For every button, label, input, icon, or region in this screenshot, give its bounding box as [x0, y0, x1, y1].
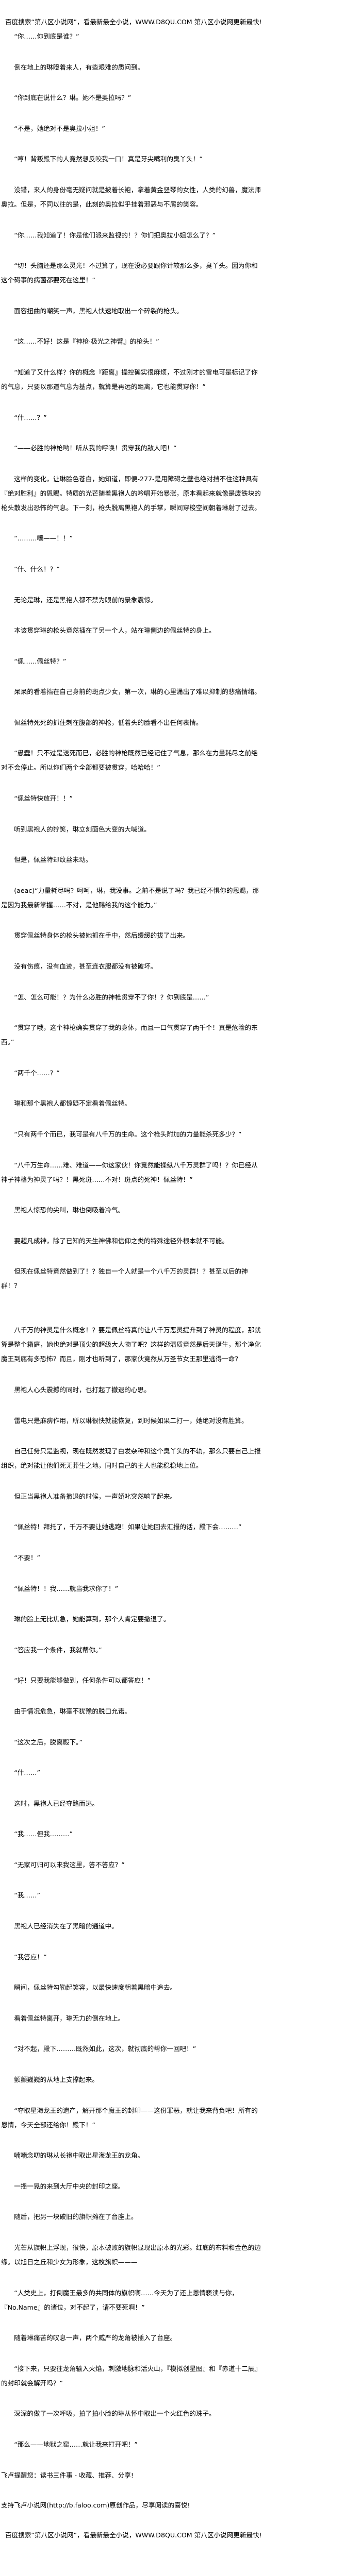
- story-paragraph: “两千个……？”: [14, 1069, 60, 1077]
- story-paragraph: “你……我知道了！你是他们派来监视的！？你们把奥拉小姐怎么了？”: [14, 231, 216, 239]
- story-paragraph: “——必胜的神枪哟！听从我的呼唤！贯穿我的敌人吧！”: [14, 444, 177, 452]
- story-paragraph: 但正当黑袍人准备撤退的时候，一声娇叱突然响了起来。: [14, 1492, 177, 1500]
- story-paragraph: 八千万的神灵是什么概念！？要是佩丝特真的让八千万恶灵提升到了神灵的程度，那就算是…: [1, 1326, 261, 1363]
- story-paragraph: “佩丝特！！我……就当我求你了！”: [14, 1584, 119, 1592]
- story-paragraph: “哼！背叛殿下的人竟然想反咬我一口！真是牙尖嘴利的臭丫头！”: [14, 155, 203, 163]
- chapter-page: 百度搜索“第八区小说网”，看最新最全小说，WWW.D8QU.COM 第八区小说网…: [1, 0, 263, 2546]
- story-paragraph: 黑袍人心头震撼的同时，也打起了撤退的心思。: [14, 1385, 151, 1394]
- story-paragraph: 无论是琳，还是黑袍人都不禁为眼前的景象震惊。: [14, 596, 157, 604]
- story-paragraph: 瞬间，佩丝特勾勒起笑容，以最快速度朝着黑暗中追去。: [14, 1984, 177, 1992]
- story-paragraph: “只有两千个而已，我可是有八千万的生命。这个枪头附加的力量能杀死多少？”: [14, 1130, 242, 1138]
- story-paragraph: 颤颤巍巍的从地上支撑起来。: [14, 2076, 99, 2084]
- site-banner-bottom: 百度搜索“第八区小说网”，看最新最全小说，WWW.D8QU.COM 第八区小说网…: [5, 2531, 262, 2539]
- story-paragraph: “好！只要我能够做到，任何条件可以都答应！”: [14, 1676, 151, 1685]
- story-paragraph: (aeac)“力量耗尽吗？呵呵，琳，我没事。之前不是说了吗？我已经不惧你的恩赐，…: [1, 886, 259, 909]
- story-paragraph: 看着佩丝特离开，琳无力的倒在地上。: [14, 2014, 125, 2022]
- story-paragraph: “你……你到底是谁？”: [14, 32, 79, 40]
- story-paragraph: 雷电只是麻痹作用，所以琳很快就能恢复，到时候如果二打一，她绝对没有胜算。: [14, 1416, 248, 1425]
- story-paragraph: “我……但我………”: [14, 1830, 73, 1838]
- story-paragraph: 由于情况危急，琳毫不犹豫的脱口允诺。: [14, 1707, 131, 1715]
- story-paragraph: 喃喃念叨的琳从长袍中取出星海龙王的龙角。: [14, 2151, 144, 2160]
- story-paragraph: 随着琳痛苦的叹息一声，两个威严的龙角被插入了台座。: [14, 2334, 177, 2342]
- story-paragraph: “不要！”: [14, 1553, 41, 1562]
- story-paragraph: “………噗——！！”: [14, 534, 73, 543]
- story-paragraph: “什、什么！？”: [14, 565, 60, 573]
- story-paragraph: “你到底在说什么？琳。她不是奥拉吗？”: [14, 94, 132, 102]
- story-paragraph: 黑袍人已经消失在了黑暗的通道中。: [14, 1922, 118, 1930]
- story-paragraph: 面容扭曲的嘲笑一声，黑袍人快速地取出一个碎裂的枪头。: [14, 307, 183, 315]
- story-paragraph: 听到黑袍人的狞笑，琳立刻面色大变的大喊道。: [14, 825, 151, 833]
- story-paragraph: “佩丝特快放开！！”: [14, 794, 73, 803]
- story-paragraph: 但是，佩丝特却纹丝未动。: [14, 856, 92, 864]
- story-paragraph: “愚蠢！只不过是送死而已，必胜的神枪既然已经记住了气息，那么在力量耗尽之前绝对不…: [1, 749, 258, 772]
- story-paragraph: 黑袍人惊恐的尖叫，琳也倒吸着冷气。: [14, 1206, 125, 1214]
- story-paragraph: “切！头脑还是那么灵光！不过算了，现在没必要跟你计较那么多，臭丫头。因为你和这个…: [1, 262, 258, 284]
- story-paragraph: 倒在地上的琳瞪着来人，有些艰难的质问到。: [14, 63, 144, 71]
- story-paragraph: “佩丝特！拜托了，千万不要让她逃跑！如果让她回去汇报的话，殿下会………”: [14, 1523, 242, 1531]
- story-paragraph: “人类史上，打倒魔王最多的共同体的旗帜啊……今天为了还上恩情亵渎与你，『No.N…: [1, 2289, 238, 2311]
- story-paragraph: 琳的脸上无比焦急，她能算到，那个人肯定要撤退了。: [14, 1615, 170, 1623]
- story-paragraph: “佩……佩丝特？”: [14, 657, 67, 665]
- story-paragraph: 没错，来人的身份毫无疑问就是披着长袍，拿着黄金竖琴的女性，人类的幻兽，魔法师奥拉…: [1, 185, 261, 208]
- story-paragraph: “这……不好！这是『神枪·极光之神臂』的枪头！”: [14, 337, 159, 346]
- story-paragraph: “我……”: [14, 1891, 41, 1900]
- story-paragraph: “什……”: [14, 1769, 41, 1777]
- story-paragraph: 要超凡成神，除了已知的天生神佛和信仰之类的特殊途径外根本就不可能。: [14, 1236, 228, 1245]
- site-banner-top: 百度搜索“第八区小说网”，看最新最全小说，WWW.D8QU.COM 第八区小说网…: [5, 18, 262, 26]
- chapter-body: “你……你到底是谁？” 倒在地上的琳瞪着来人，有些艰难的质问到。 “你到底在说什么？…: [1, 29, 263, 2452]
- story-paragraph: “无家可归可以来我这里，答不答应？”: [14, 1860, 125, 1869]
- page-footer: 飞卢提醒您：读书三件事 - 收藏、推荐、分享! 支持飞卢小说网(http://b…: [1, 2468, 263, 2543]
- story-paragraph: “接下来，只要往龙角输入火焰，刺激地脉和活火山，『模拟创星图』和『赤道十二辰』的…: [1, 2364, 261, 2387]
- story-paragraph: “八千万生命……难、难道——你这家伙！你竟然能操纵八千万灵群了吗！？你已经从神子…: [1, 1161, 258, 1183]
- story-paragraph: 但现在佩丝特竟然做到了！？独自一个人就是一个八千万的灵群！？甚至以后的神群！？: [1, 1267, 248, 1290]
- story-paragraph: “对不起，殿下………既然如此，这次，就彻底的帮你一回吧！”: [14, 2045, 196, 2053]
- story-paragraph: 没有伤痕，没有血迹，甚至连衣服都没有被破坏。: [14, 962, 157, 971]
- story-paragraph: “我答应！”: [14, 1953, 47, 1961]
- footer-reminder: 飞卢提醒您：读书三件事 - 收藏、推荐、分享!: [1, 2471, 134, 2479]
- story-paragraph: 贯穿佩丝特身体的枪头被她抓在手中，然后缓缓的拔了出来。: [14, 931, 190, 940]
- story-paragraph: “答应我一个条件，我就帮你。”: [14, 1646, 102, 1654]
- story-paragraph: “那么——地狱之窑……就让我来打开吧！”: [14, 2440, 138, 2448]
- story-paragraph: “知道了又什么样？你的概念『距离』操控确实很麻烦，不过刚才的雷电可是标记了你的气…: [1, 368, 258, 391]
- story-paragraph: 随后，把另一块破旧的旗帜摊在了台座上。: [14, 2213, 138, 2221]
- story-paragraph: 深深的做了一次呼吸，拍了拍小脸的琳从怀中取出一个火红色的珠子。: [14, 2410, 216, 2418]
- story-paragraph: 自己任务只是监视，现在既然发现了白发杂种和这个臭丫头的不轨，那么只要自己上报组织…: [1, 1447, 261, 1470]
- story-paragraph: 一摇一晃的来到大厅中央的封印之座。: [14, 2182, 125, 2190]
- story-paragraph: “贯穿了哦，这个神枪确实贯穿了我的身体，而且一口气贯穿了两千个！真是危险的东西。…: [1, 1024, 258, 1046]
- story-paragraph: “夺取星海龙王的遗产，解开那个魔王的封印——这份罪恶，就让我来背负吧！所有的恩情…: [1, 2106, 258, 2129]
- story-paragraph: “什……？”: [14, 413, 47, 421]
- story-paragraph: 呆呆的看着挡在自己身前的斑点少女，第一次，琳的心里涌出了难以抑制的悲痛情绪。: [14, 688, 261, 696]
- footer-support-link[interactable]: 支持飞卢小说网(http://b.faloo.com)原创作品，尽享阅读的喜悦!: [1, 2501, 190, 2509]
- story-paragraph: 这时，黑袍人已经夺路而逃。: [14, 1799, 99, 1807]
- story-paragraph: 琳和那个黑袍人都惊疑不定看着佩丝特。: [14, 1099, 131, 1108]
- story-paragraph: 本该贯穿琳的枪头竟然插在了另一个人，站在琳侧边的佩丝特的身上。: [14, 626, 216, 635]
- story-paragraph: 光芒从旗帜上浮现，很快，原本破败的旗帜显现出原本的光彩。红底的布料和金色的边缘。…: [1, 2244, 261, 2266]
- story-paragraph: 佩丝特死死的抓住刺在腹部的神枪，低着头的脸看不出任何表情。: [14, 718, 203, 726]
- story-paragraph: 这样的变化，让琳脸色苍白，她知道，即便-277-是用障碍之壁也绝对挡不住这种具有…: [1, 474, 261, 512]
- story-paragraph: “怎、怎么可能！？为什么必胜的神枪贯穿不了你！？你到底是……”: [14, 993, 209, 1001]
- story-paragraph: “不是，她绝对不是奥拉小姐！”: [14, 124, 105, 132]
- story-paragraph: “这次之后，脱离殿下。”: [14, 1738, 83, 1746]
